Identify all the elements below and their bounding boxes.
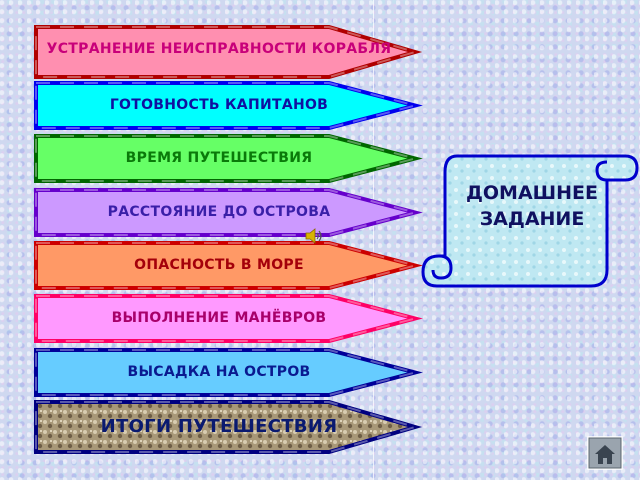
speaker-icon[interactable] (304, 226, 324, 246)
arrow-frame-stripes (35, 26, 419, 78)
menu-item-travel-time[interactable]: ВРЕМЯ ПУТЕШЕСТВИЯ (33, 133, 423, 184)
menu-item-maneuvers[interactable]: ВЫПОЛНЕНИЕ МАНЁВРОВ (33, 293, 423, 344)
scroll-shape (421, 154, 639, 288)
menu-item-label: ОПАСНОСТЬ В МОРЕ (134, 257, 304, 273)
arrow-frame-stripes (35, 135, 419, 182)
arrow-body (34, 241, 423, 290)
arrow-shape (34, 134, 423, 183)
arrow-shape (34, 188, 423, 237)
homework-label: ДОМАШНЕЕ ЗАДАНИЕ (465, 182, 599, 230)
arrow-shape (34, 81, 423, 130)
arrow-body (34, 294, 423, 343)
arrow-body (34, 25, 423, 79)
arrow-body (34, 134, 423, 183)
arrow-frame-stripes (35, 295, 419, 342)
menu-item-captains-readiness[interactable]: ГОТОВНОСТЬ КАПИТАНОВ (33, 80, 423, 131)
arrow-frame-stripes (35, 189, 419, 236)
home-button-icon[interactable] (587, 436, 623, 470)
arrow-frame-stripes (35, 349, 419, 396)
arrow-shape (34, 241, 423, 290)
menu-item-island-landing[interactable]: ВЫСАДКА НА ОСТРОВ (33, 347, 423, 398)
menu-item-label: УСТРАНЕНИЕ НЕИСПРАВНОСТИ КОРАБЛЯ (46, 41, 392, 57)
menu-item-journey-results[interactable]: ИТОГИ ПУТЕШЕСТВИЯ (33, 399, 423, 455)
background-divider (373, 0, 374, 480)
arrow-body (34, 188, 423, 237)
arrow-shape (34, 348, 423, 397)
arrow-body (34, 348, 423, 397)
menu-item-label: ВЫСАДКА НА ОСТРОВ (127, 364, 311, 380)
menu-item-distance-to-island[interactable]: РАССТОЯНИЕ ДО ОСТРОВА (33, 187, 423, 238)
arrow-shape (34, 25, 423, 79)
arrow-frame-stripes (35, 401, 419, 453)
arrow-frame-stripes (35, 82, 419, 129)
menu-item-ship-repair[interactable]: УСТРАНЕНИЕ НЕИСПРАВНОСТИ КОРАБЛЯ (33, 24, 423, 80)
menu-item-danger-at-sea[interactable]: ОПАСНОСТЬ В МОРЕ (33, 240, 423, 291)
homework-scroll[interactable]: ДОМАШНЕЕ ЗАДАНИЕ (417, 150, 639, 292)
menu-item-label: РАССТОЯНИЕ ДО ОСТРОВА (107, 204, 331, 220)
arrow-body (34, 81, 423, 130)
menu-item-label: ВРЕМЯ ПУТЕШЕСТВИЯ (125, 150, 313, 166)
arrow-body (34, 400, 423, 454)
menu-item-label: ИТОГИ ПУТЕШЕСТВИЯ (100, 416, 338, 437)
menu-item-label: ГОТОВНОСТЬ КАПИТАНОВ (109, 97, 329, 113)
arrow-frame-stripes (35, 242, 419, 289)
arrow-shape (34, 400, 423, 454)
arrow-shape (34, 294, 423, 343)
menu-item-label: ВЫПОЛНЕНИЕ МАНЁВРОВ (111, 310, 327, 326)
